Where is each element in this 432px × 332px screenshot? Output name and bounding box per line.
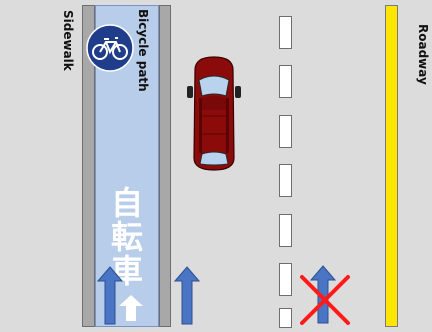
roadway-label: Roadway [416,24,430,85]
roadway-arrow-icon [174,266,200,325]
bicycle-path-label: Bicycle path [136,9,150,92]
lane-dash [279,16,292,49]
yellow-center-line [385,5,398,327]
roadway-curb [159,5,171,327]
white-arrow-marking-icon [119,295,143,321]
red-x-icon [300,275,350,325]
wrong-lane-arrow-icon [310,265,336,324]
lane-dash [279,65,292,98]
bicycle-kanji-marking: 自 転 車 [107,186,147,288]
lane-dash [279,115,292,148]
kanji-char-3: 車 [110,252,143,290]
lane-dash [279,164,292,197]
lane-dash [279,214,292,247]
kanji-char-1: 自 [110,184,143,222]
bicycle-sign-icon [86,24,134,72]
lane-dash [279,263,292,296]
car-icon [187,56,241,171]
sidewalk-curb [82,5,95,327]
bike-lane-arrow-icon [97,266,123,325]
sidewalk-label: Sidewalk [61,10,75,71]
lane-dash [279,308,292,328]
kanji-char-2: 転 [110,218,143,256]
